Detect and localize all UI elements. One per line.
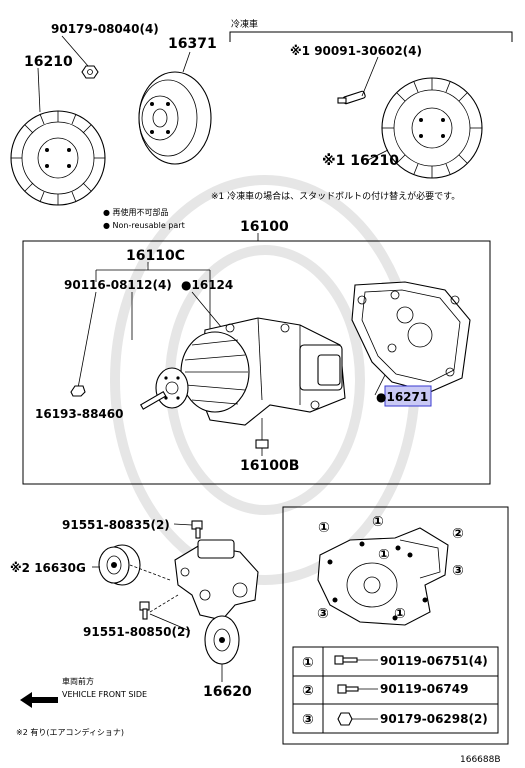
inset-table-grid <box>292 646 499 734</box>
inset-marker: ③ <box>452 563 464 579</box>
tensioner-pulley-16620 <box>204 615 240 665</box>
table-part: 90179-06298(2) <box>380 712 488 726</box>
water-pump-16110c <box>155 317 346 426</box>
drain-16100b <box>255 439 269 449</box>
front-label-en: VEHICLE FRONT SIDE <box>62 690 147 699</box>
front-label-jp: 車両前方 <box>62 676 94 686</box>
bolt-91551-80835 <box>191 520 203 539</box>
legend-jp: ● 再使用不可部品 <box>103 207 169 217</box>
label-16100: 16100 <box>240 219 289 235</box>
table-part: 90119-06751(4) <box>380 654 488 668</box>
inset-marker: ① <box>394 606 406 622</box>
label-91551-80850: 91551-80850(2) <box>83 625 191 639</box>
label-90179-08040: 90179-08040(4) <box>51 22 159 36</box>
fan-clutch-left <box>10 110 106 206</box>
note-2: ※2 有り(エアコンディショナ) <box>16 727 124 737</box>
inset-marker: ① <box>318 520 330 536</box>
label-cold-header: 冷凍車 <box>231 18 258 30</box>
label-16620: 16620 <box>203 684 252 700</box>
fan-clutch-right <box>381 77 483 179</box>
inset-marker: ① <box>378 547 390 563</box>
pulley-16371 <box>138 71 212 165</box>
inset-marker: ① <box>372 514 384 530</box>
label-91551-80835: 91551-80835(2) <box>62 518 170 532</box>
inset-housing <box>317 527 449 626</box>
stud-bolt-90091-30602 <box>337 90 366 105</box>
label-90116-08112: 90116-08112(4) <box>64 278 172 292</box>
table-key: ② <box>302 683 314 699</box>
inset-marker: ③ <box>317 606 329 622</box>
note-1: ※1 冷凍車の場合は、スタッドボルトの付け替えが必要です。 <box>211 190 460 202</box>
label-16271: ●16271 <box>376 390 428 404</box>
stud-bolt-16193-88460 <box>70 385 167 410</box>
label-16193-88460: 16193-88460 <box>35 407 123 421</box>
label-90091-30602: ※1 90091-30602(4) <box>290 44 422 58</box>
table-part: 90119-06749 <box>380 682 468 696</box>
leaders-16110c <box>77 262 386 456</box>
inset-box <box>282 506 509 745</box>
table-key: ③ <box>302 712 314 728</box>
gasket-16271 <box>351 281 471 393</box>
inset-marker: ② <box>452 526 464 542</box>
figure-id: 166688B <box>460 755 501 765</box>
label-16110c: 16110C <box>126 248 185 264</box>
tensioner-bracket <box>174 539 259 621</box>
label-16371: 16371 <box>168 36 217 52</box>
label-16100b: 16100B <box>240 458 299 474</box>
bolt-91551-80850 <box>139 601 150 620</box>
table-part-icons <box>334 655 378 726</box>
assembly-box-16100 <box>22 240 491 485</box>
table-key: ① <box>302 655 314 671</box>
label-16210: 16210 <box>24 54 73 70</box>
idler-pulley-16630g <box>98 544 141 586</box>
leaders-lower <box>92 523 223 682</box>
label-16630g: ※2 16630G <box>10 561 86 575</box>
vehicle-front-arrow <box>20 692 58 708</box>
label-16210-cold: ※1 16210 <box>322 153 399 169</box>
highlight-16271 <box>384 385 432 407</box>
leaders-top <box>37 35 389 161</box>
nut-90179-08040 <box>81 65 99 79</box>
legend-en: ● Non-reusable part <box>103 221 185 230</box>
label-16124: ●16124 <box>181 278 233 292</box>
